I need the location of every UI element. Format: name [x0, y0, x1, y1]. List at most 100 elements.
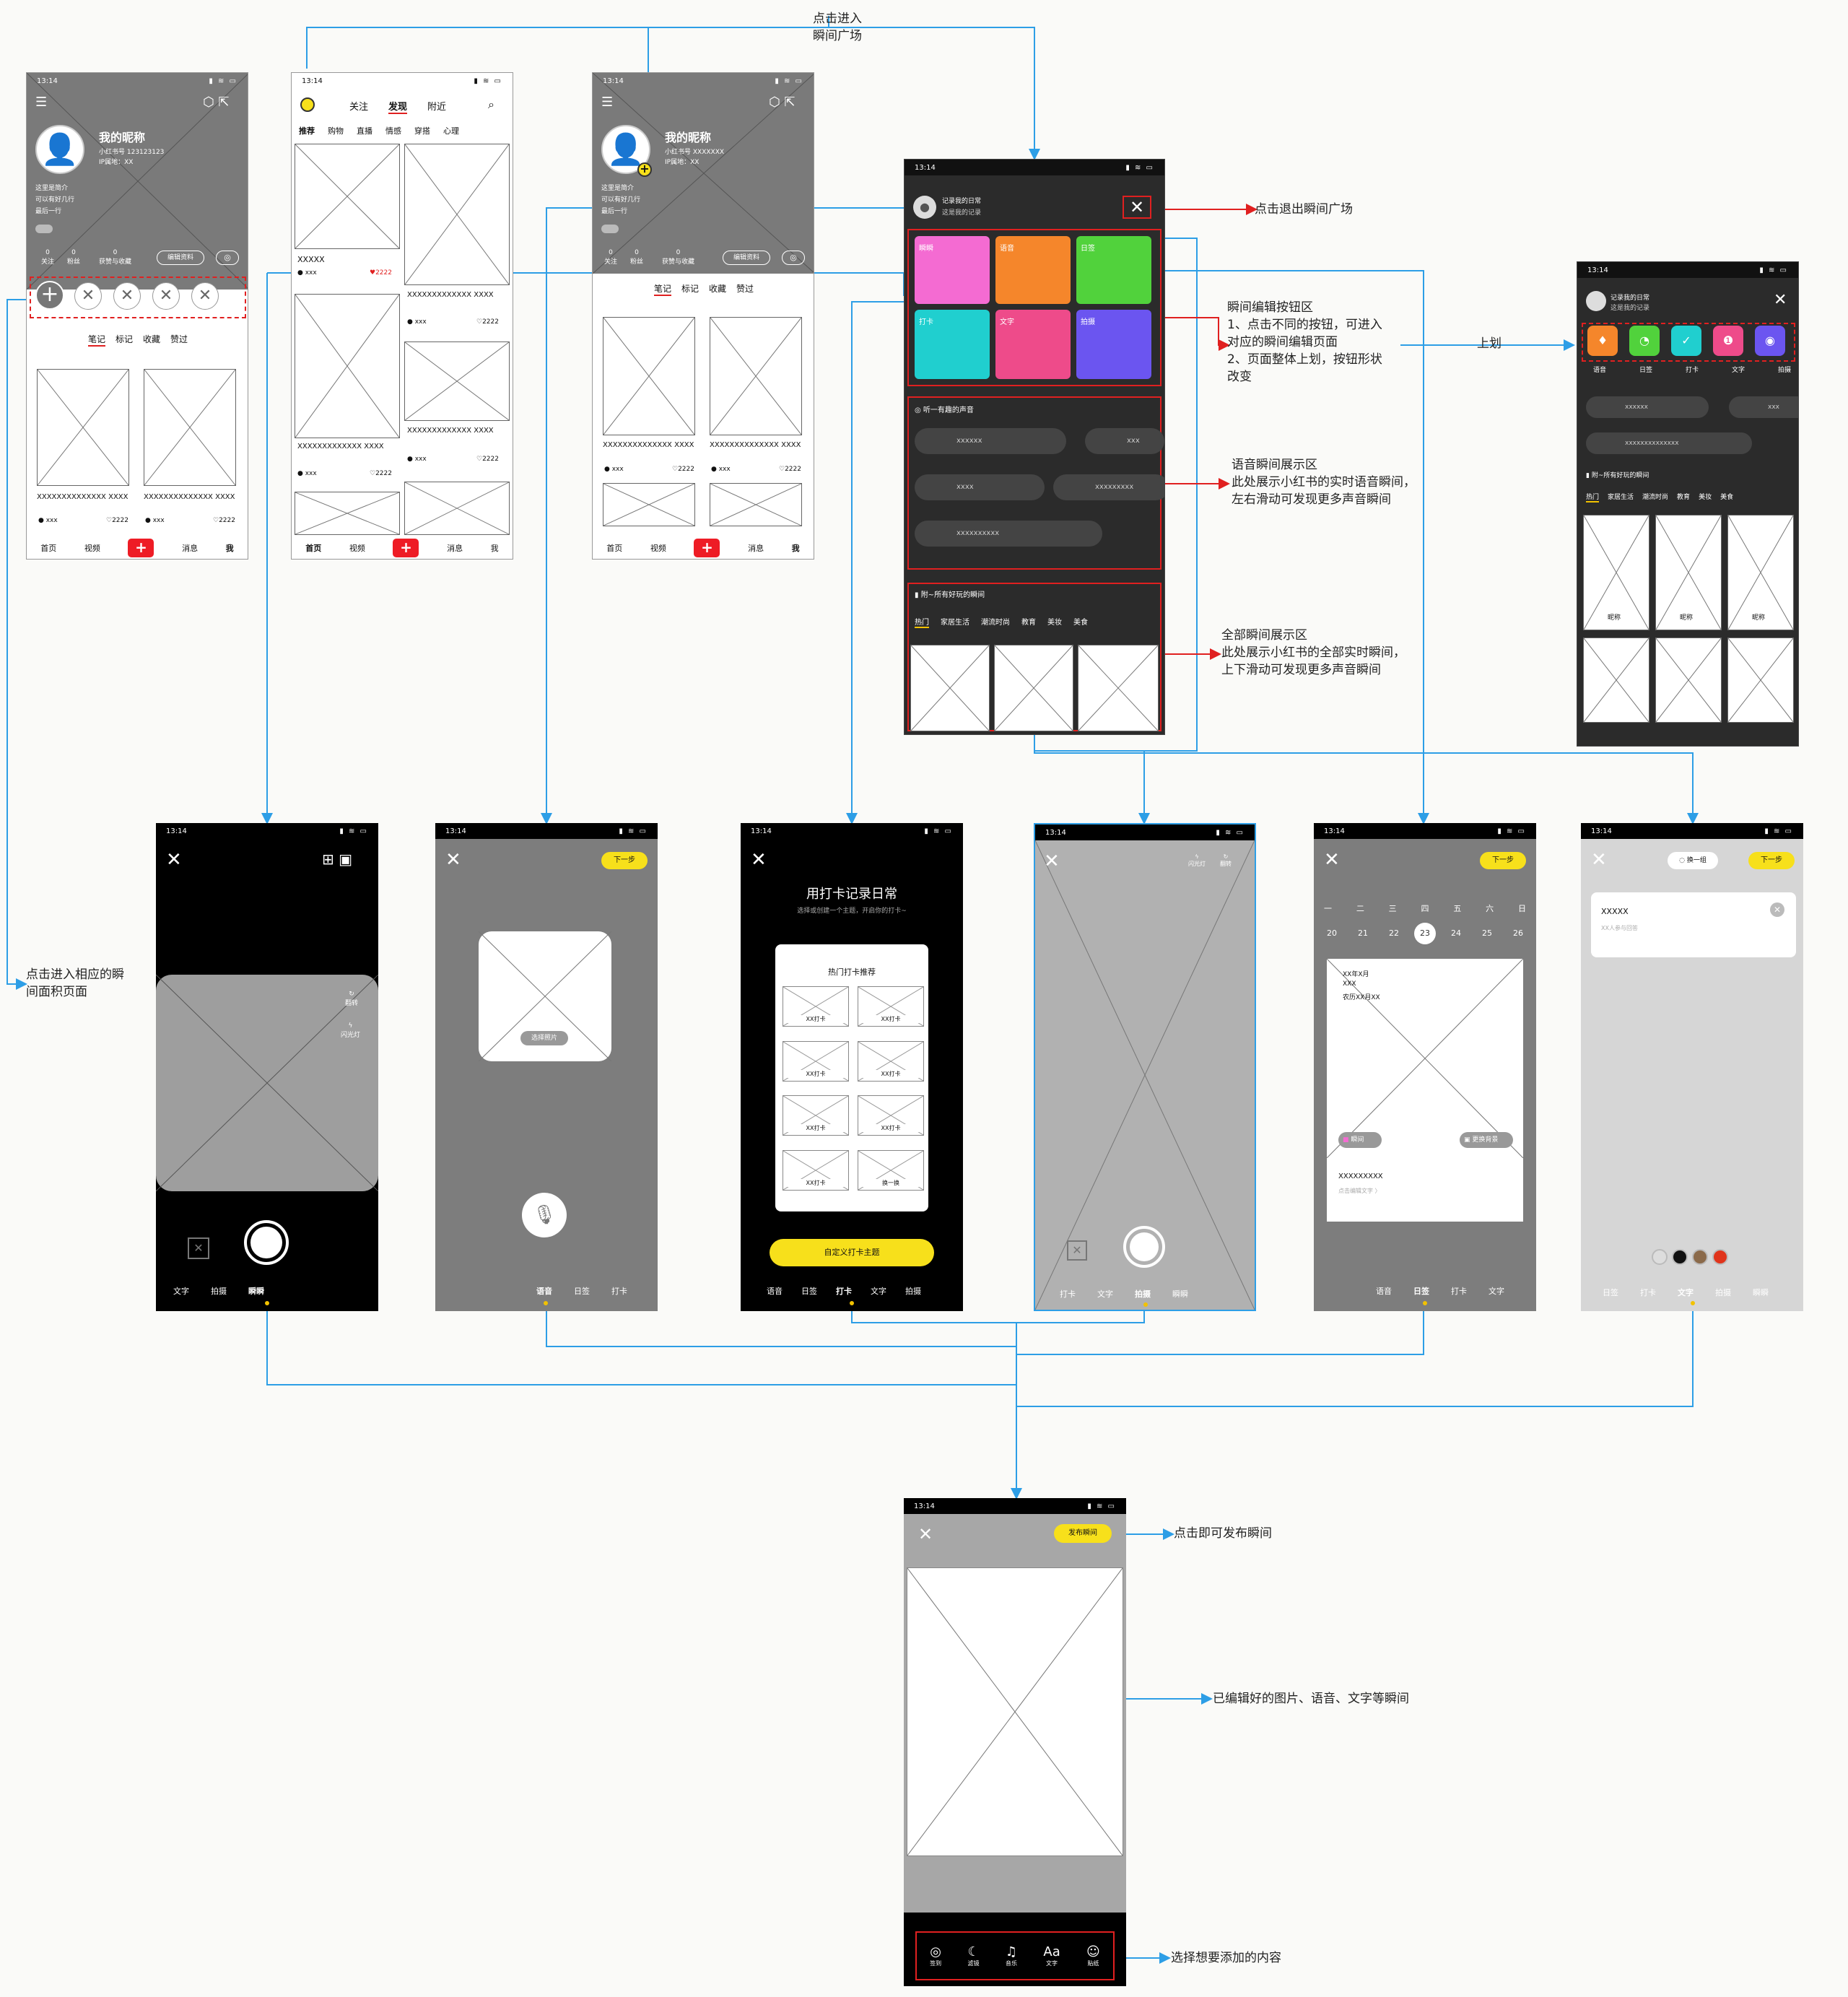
cat-outfit[interactable]: 穿搭 [414, 126, 430, 136]
tab-marks[interactable]: 标记 [681, 284, 699, 294]
btn-text[interactable]: 文字 [995, 310, 1071, 379]
cat-emotion[interactable]: 情感 [385, 126, 401, 136]
date[interactable]: 21 [1358, 928, 1368, 938]
mode-checkin[interactable]: 打卡 [1060, 1289, 1076, 1299]
tab-favs[interactable]: 收藏 [143, 334, 161, 344]
cat-fashion[interactable]: 潮流时尚 [981, 619, 1010, 627]
moment-thumb-icon[interactable]: ✕ [113, 282, 141, 310]
mode-shunshun[interactable]: 瞬瞬 [248, 1287, 264, 1296]
close-icon[interactable]: ✕ [166, 849, 182, 871]
close-icon[interactable]: ✕ [1774, 291, 1787, 309]
next-button[interactable]: 下一步 [601, 852, 648, 869]
voice-item[interactable]: xxxxxxxxx [1053, 474, 1164, 500]
next-button[interactable]: 下一步 [1748, 852, 1795, 869]
music-tool-icon[interactable]: ♫音乐 [1005, 1944, 1018, 1967]
text-icon[interactable]: ❶ [1713, 326, 1743, 356]
mode-shunshun[interactable]: 瞬瞬 [1172, 1289, 1188, 1299]
mode-text[interactable]: 文字 [1678, 1288, 1694, 1297]
tab-notes[interactable]: 笔记 [87, 333, 105, 347]
checkin-option[interactable]: XX打卡 [858, 1095, 924, 1136]
check-icon[interactable]: ✓ [1671, 326, 1701, 356]
mode-sign[interactable]: 日签 [1413, 1287, 1429, 1296]
tab-favs[interactable]: 收藏 [709, 284, 727, 294]
camera-icon[interactable]: ◉ [1755, 326, 1785, 356]
clock-icon[interactable]: ◔ [1629, 326, 1660, 356]
btn-shoot[interactable]: 拍摄 [1076, 310, 1151, 379]
mode-checkin[interactable]: 打卡 [611, 1287, 627, 1296]
nav-post-button[interactable]: + [393, 539, 419, 557]
tab-nearby[interactable]: 附近 [427, 102, 447, 113]
btn-shunshun[interactable]: 瞬瞬 [915, 236, 990, 304]
mode-sign[interactable]: 日签 [801, 1287, 817, 1296]
add-moment-icon[interactable]: + [35, 281, 64, 310]
publish-button[interactable]: 发布瞬间 [1054, 1524, 1112, 1543]
mode-text[interactable]: 文字 [173, 1287, 189, 1296]
nav-me[interactable]: 我 [225, 544, 234, 553]
tag-moment[interactable]: ■ 瞬间 [1338, 1132, 1382, 1148]
cat-home[interactable]: 家居生活 [1608, 494, 1634, 501]
change-bg-button[interactable]: ▣ 更换背景 [1460, 1132, 1513, 1148]
grid-icon[interactable]: ⊞ ▣ [322, 850, 353, 868]
voice-item[interactable]: xxx [1085, 428, 1164, 454]
mode-sign[interactable]: 日签 [574, 1287, 590, 1296]
gallery-icon[interactable]: ✕ [1067, 1240, 1087, 1261]
moment-entry-icon[interactable] [300, 97, 315, 112]
checkin-option[interactable]: XX打卡 [783, 986, 849, 1027]
filter-tool-icon[interactable]: ☾滤镜 [967, 1944, 980, 1967]
tab-notes[interactable]: 笔记 [653, 282, 671, 296]
gallery-icon[interactable]: ✕ [188, 1237, 209, 1259]
edit-profile-button[interactable]: 编辑资料 [157, 251, 204, 265]
tab-discover[interactable]: 发现 [388, 99, 408, 114]
nav-home[interactable]: 首页 [40, 544, 57, 553]
close-icon[interactable]: ✕ [1324, 849, 1340, 871]
nav-post-button[interactable]: + [694, 539, 720, 557]
next-button[interactable]: 下一步 [1480, 852, 1526, 869]
voice-item[interactable]: xxxx [915, 474, 1045, 500]
nav-messages[interactable]: 消息 [447, 544, 463, 553]
cat-fashion[interactable]: 潮流时尚 [1642, 494, 1669, 501]
avatar[interactable]: 👤 [35, 125, 84, 174]
sticker-tool-icon[interactable]: ☺贴纸 [1086, 1944, 1100, 1967]
date[interactable]: 23 [1414, 923, 1436, 944]
tab-liked[interactable]: 赞过 [736, 284, 754, 294]
mic-icon[interactable]: ♦ [1587, 326, 1618, 356]
voice-item[interactable]: xxx [1729, 396, 1798, 418]
btn-voice[interactable]: 语音 [995, 236, 1071, 304]
color-swatch[interactable] [1712, 1249, 1728, 1265]
date[interactable]: 20 [1327, 928, 1337, 938]
mic-icon[interactable]: 🎙 [522, 1193, 567, 1237]
nav-messages[interactable]: 消息 [748, 544, 764, 553]
cat-food[interactable]: 美食 [1720, 494, 1734, 501]
mode-checkin[interactable]: 打卡 [836, 1287, 852, 1296]
question-card[interactable]: XXXXX XX人参与回答 ✕ [1591, 892, 1796, 957]
cat-home[interactable]: 家居生活 [941, 619, 969, 627]
cat-edu[interactable]: 教育 [1021, 619, 1036, 627]
nav-video[interactable]: 视频 [349, 544, 365, 553]
mode-sign[interactable]: 日签 [1603, 1288, 1618, 1297]
moment-thumb-icon[interactable]: ✕ [74, 282, 102, 310]
mode-shunshun[interactable]: 瞬瞬 [1753, 1288, 1769, 1297]
voice-item[interactable]: xxxxxx [915, 428, 1066, 454]
mode-shoot[interactable]: 拍摄 [905, 1287, 921, 1296]
swap-button[interactable]: ◌ 换一组 [1668, 852, 1718, 869]
avatar[interactable]: ● [913, 196, 936, 219]
close-icon[interactable]: ✕ [445, 849, 461, 871]
add-moment-icon[interactable]: + [637, 162, 652, 177]
checkin-tool-icon[interactable]: ◎签到 [930, 1944, 942, 1967]
mode-checkin[interactable]: 打卡 [1451, 1287, 1467, 1296]
mode-text[interactable]: 文字 [1097, 1289, 1113, 1299]
checkin-option[interactable]: XX打卡 [783, 1095, 849, 1136]
nav-me[interactable]: 我 [791, 544, 800, 553]
checkin-option[interactable]: 换一换 [858, 1149, 924, 1191]
mode-checkin[interactable]: 打卡 [1640, 1288, 1656, 1297]
tab-marks[interactable]: 标记 [115, 334, 133, 344]
cat-recommend[interactable]: 推荐 [299, 126, 315, 136]
moment-thumb-icon[interactable]: ✕ [191, 282, 219, 310]
cat-food[interactable]: 美食 [1073, 619, 1088, 627]
close-icon[interactable]: ✕ [1770, 902, 1784, 917]
